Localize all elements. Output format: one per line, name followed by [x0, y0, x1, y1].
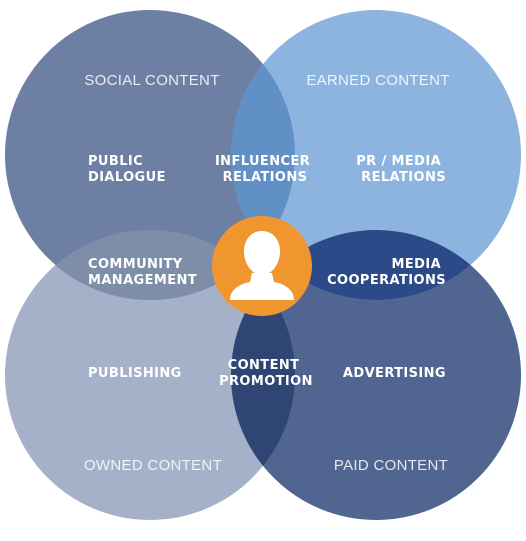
- label-advertising: ADVERTISING: [343, 366, 446, 381]
- center-badge: [212, 216, 312, 316]
- social-content-circle: [5, 10, 295, 300]
- person-icon: [230, 231, 294, 300]
- owned-content-circle: [5, 230, 295, 520]
- label-publishing: PUBLISHING: [88, 366, 182, 381]
- label-pr-media-relations: PR / MEDIA RELATIONS: [356, 154, 446, 185]
- label-community-management: COMMUNITY MANAGEMENT: [88, 257, 197, 288]
- paid-content-circle: [231, 230, 521, 520]
- section-title-social: SOCIAL CONTENT: [84, 72, 219, 89]
- section-title-owned: OWNED CONTENT: [84, 457, 222, 474]
- earned-content-circle: [231, 10, 521, 300]
- label-content-promotion: CONTENT PROMOTION: [219, 358, 313, 389]
- label-influencer-relations: INFLUENCER RELATIONS: [215, 154, 315, 185]
- section-title-paid: PAID CONTENT: [334, 457, 448, 474]
- label-public-dialogue: PUBLIC DIALOGUE: [88, 154, 166, 185]
- label-media-cooperations: MEDIA COOPERATIONS: [327, 257, 446, 288]
- section-title-earned: EARNED CONTENT: [306, 72, 449, 89]
